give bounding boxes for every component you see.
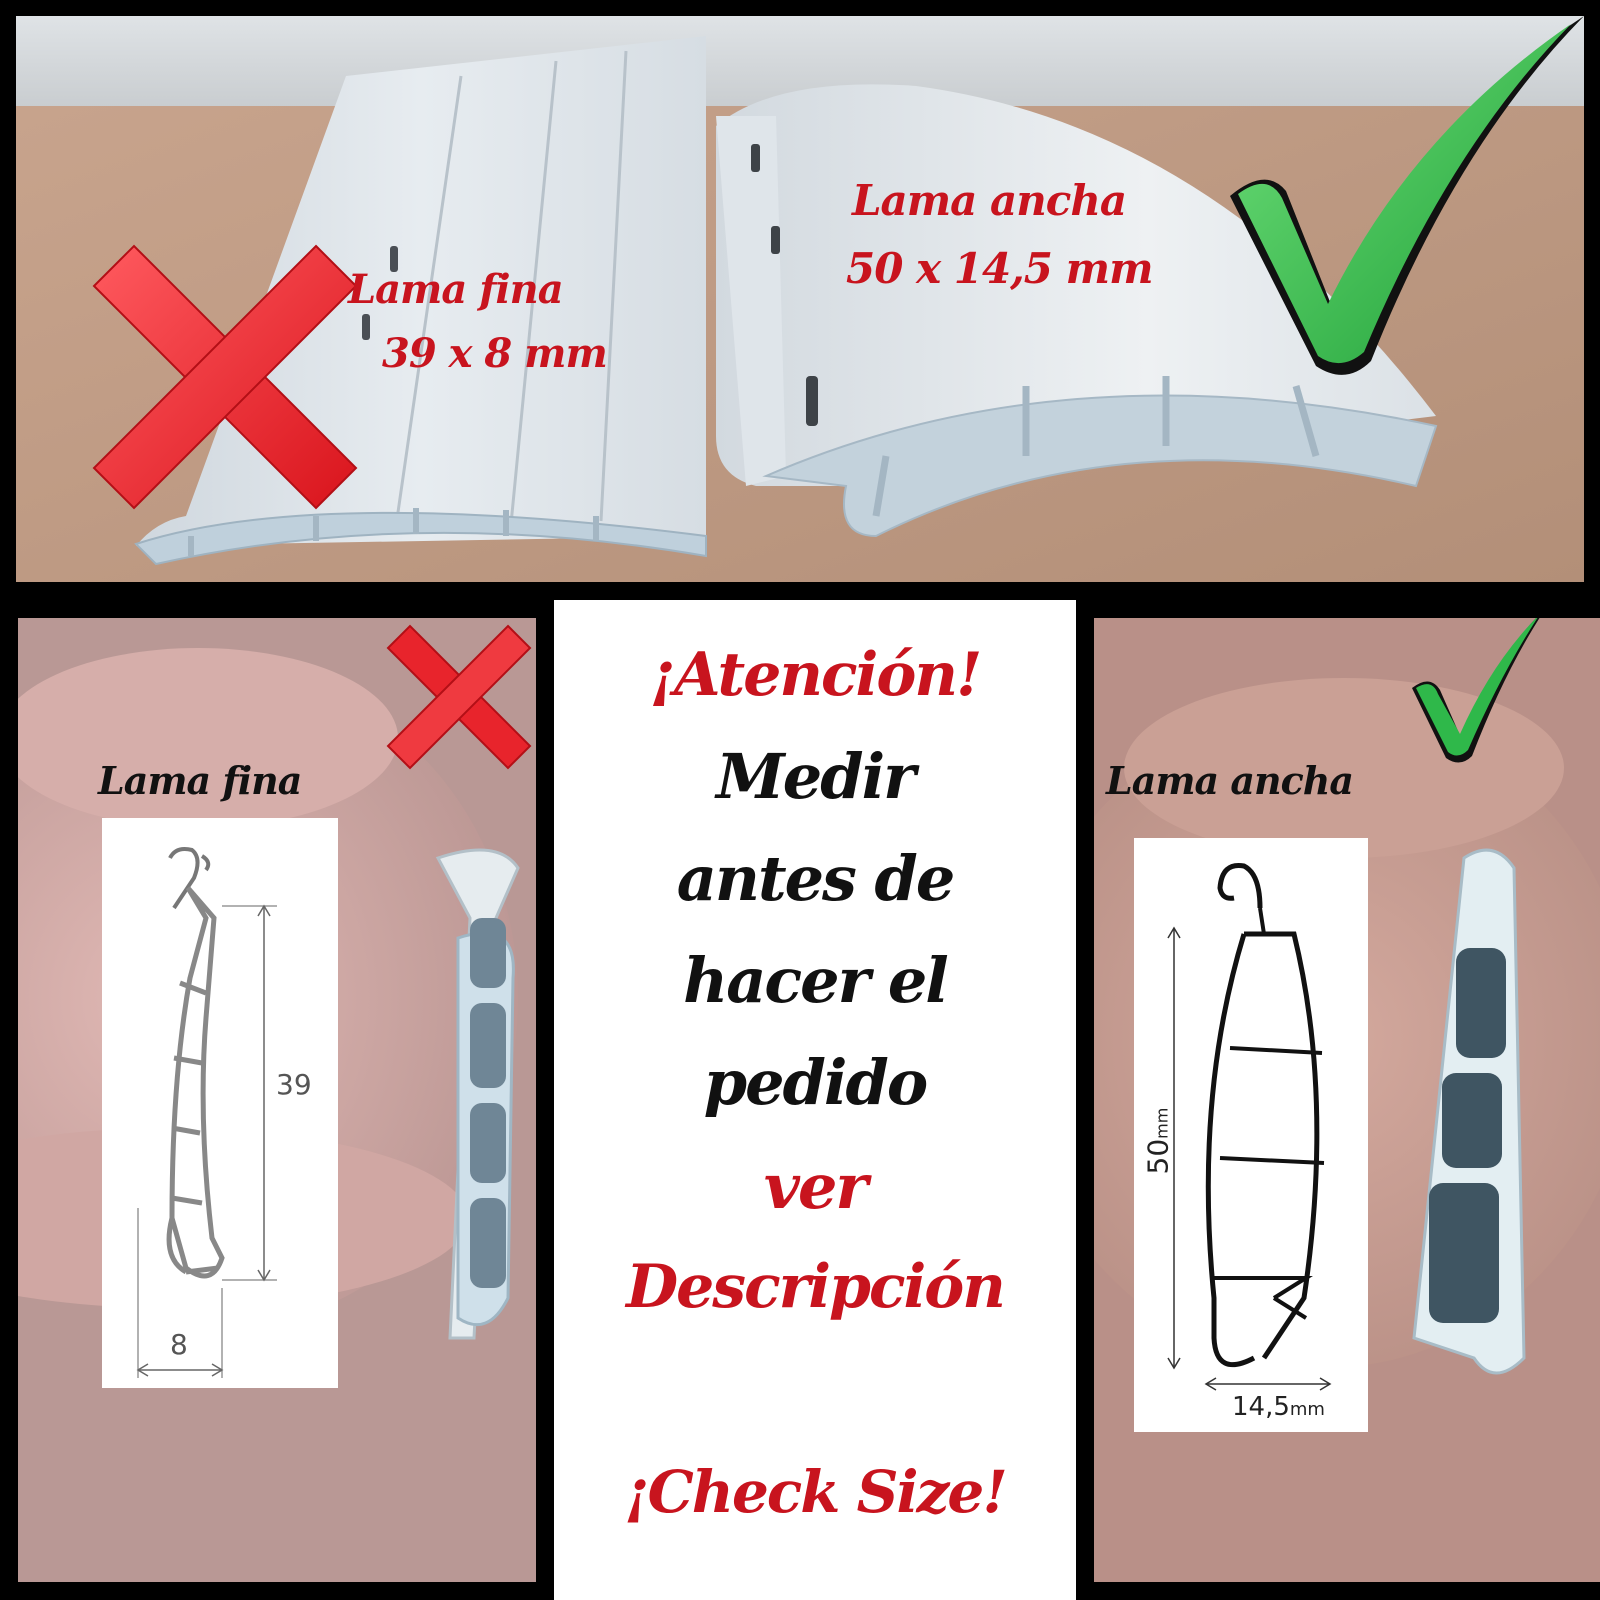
warning-text-panel: ¡Atención! Medir antes de hacer el pedid… (554, 600, 1076, 1600)
dim-width-14-5: 14,5mm (1232, 1392, 1325, 1422)
warning-line-see: ver (763, 1150, 868, 1223)
green-check-icon (1412, 618, 1540, 763)
warning-line-measure: Medir (716, 740, 916, 813)
warning-line-before: antes de (676, 842, 956, 915)
green-check-icon (1230, 16, 1584, 375)
warning-heading: ¡Atención! (649, 640, 983, 710)
dim-height-50: 50mm (1141, 1107, 1175, 1175)
check-size-heading: ¡Check Size! (624, 1458, 1008, 1526)
wide-slat-name: Lama ancha (852, 176, 1127, 225)
wide-slat-panel: Lama ancha 50mm 14,5mm (1094, 618, 1600, 1582)
dim-height-39: 39 (276, 1068, 312, 1101)
warning-line-make: hacer el (683, 944, 949, 1017)
red-cross-icon (92, 244, 358, 510)
thin-slat-label: Lama fina (98, 758, 302, 803)
wide-slat-drawing: 50mm 14,5mm (1134, 838, 1368, 1432)
top-photo-panel: Lama fina 39 x 8 mm Lama ancha 50 x 14,5… (16, 16, 1584, 582)
wide-slat-size: 50 x 14,5 mm (846, 244, 1154, 293)
red-cross-icon (386, 624, 532, 770)
wide-slat-label: Lama ancha (1106, 758, 1354, 803)
warning-line-order: pedido (703, 1046, 928, 1119)
dim-width-8: 8 (170, 1328, 188, 1361)
thin-slat-size: 39 x 8 mm (382, 330, 608, 377)
slats-comparison-photo (16, 16, 1584, 582)
thin-slat-panel: Lama fina 39 8 (18, 618, 536, 1582)
thin-slat-drawing: 39 8 (102, 818, 338, 1388)
thin-slat-name: Lama fina (348, 266, 564, 313)
warning-line-description: Descripción (626, 1252, 1006, 1322)
